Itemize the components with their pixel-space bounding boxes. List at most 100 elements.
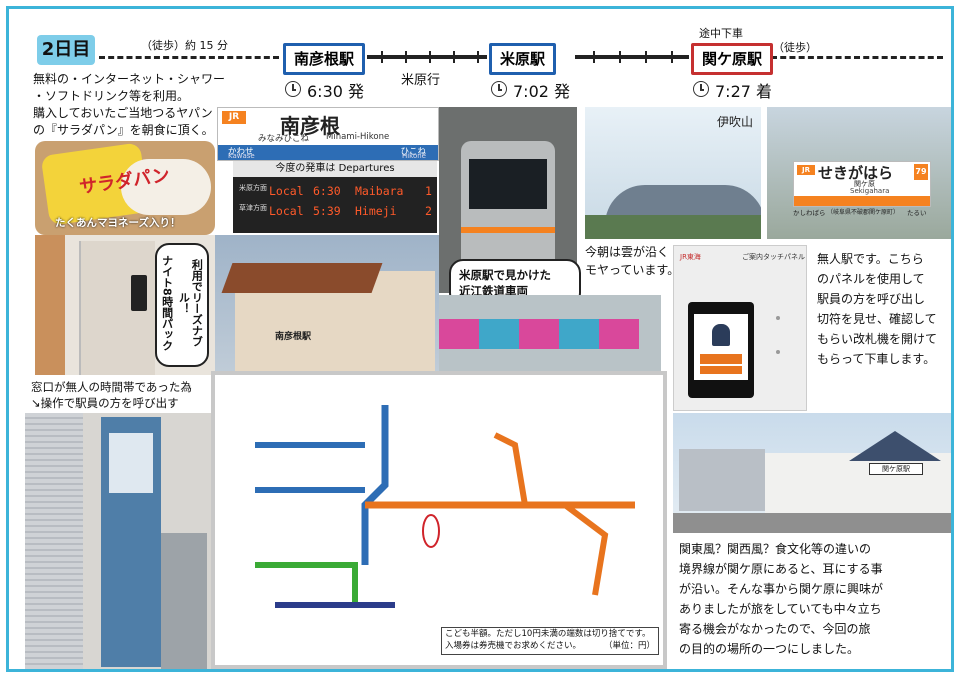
sign-right-name: ひこね: [400, 147, 426, 157]
bubble-line: 米原駅で見かけた: [459, 268, 551, 282]
walk-after-label: （徒歩）: [773, 41, 817, 54]
text-line: 窓口が無人の時間帯であった為: [31, 380, 192, 394]
gate: [161, 533, 207, 669]
departure-row: 草津方面 Local 5:39 Himeji 2: [239, 201, 435, 221]
sign-right-romaji: Hikone: [401, 152, 426, 160]
sign-romaji: Sekigahara: [850, 187, 890, 195]
route-line-takayama: [493, 432, 528, 506]
ibuki-label: 伊吹山: [716, 115, 753, 129]
ticket-gate-photo: [25, 413, 211, 669]
night-pack-bubble: ナイト8時間パック 利用でリーズナブル！: [155, 243, 209, 367]
sign-romaji: Minami-Hikone: [326, 132, 390, 142]
sign-blue-band: かわせ Kawase ひこね Hikone: [218, 145, 438, 160]
panel-screen: [688, 302, 754, 398]
sign-romaji-row: みなみひこね Minami-Hikone: [222, 132, 434, 144]
clock-icon: [491, 81, 507, 97]
sign-title: 南彦根: [280, 114, 340, 138]
station-gable: [849, 431, 941, 461]
row-type: Local: [269, 204, 304, 218]
staff-avatar-icon: [712, 324, 730, 346]
text-line: もらい改札機を開けて: [817, 332, 938, 346]
clock-icon: [693, 81, 709, 97]
ohmi-railway-photo: [439, 295, 661, 373]
sign-left-name: かしわばら: [793, 209, 826, 217]
bread-caption: たくあんマヨネーズ入り！: [55, 217, 181, 229]
departure-time-minami: 6:30 発: [307, 82, 365, 101]
text-line: ↘操作で駅員の方を呼び出す: [31, 396, 179, 410]
train-orange-stripe: [461, 227, 555, 233]
panel-brand: JR東海: [680, 253, 701, 261]
text-line: 寄る機会がなかったので、今回の旅: [679, 622, 871, 636]
machine-screen: [109, 433, 153, 493]
panel-button: [700, 366, 742, 374]
sekigahara-station-photo: 関ケ原駅: [673, 413, 951, 533]
text-line: 関東風？関西風？食文化等の違いの: [679, 542, 872, 556]
fare-map: こども半額。ただし10円未満の端数は切り捨てです。 入場券は券売機でお求めくださ…: [211, 371, 667, 669]
bread-photo: サラダパン たくあんマヨネーズ入り！: [35, 141, 215, 235]
sekigahara-sign-photo: JR せきがはら 関ケ原 Sekigahara 79 かしわばら （岐阜県不破郡…: [767, 107, 951, 239]
panel-screw-icon: [776, 316, 780, 320]
text-line: 購入しておいたご当地つるヤパン: [33, 106, 213, 120]
text-line: 駅員の方を呼び出し: [817, 292, 926, 306]
rail-tie: [645, 51, 647, 63]
bubble-line: 利用でリーズナブル！: [177, 259, 204, 347]
row-direction: 草津方面: [239, 204, 267, 212]
route-line-green: [255, 562, 358, 605]
walk-dash-left: [99, 56, 279, 59]
text-line: が沿い。そんな事から関ケ原に興味が: [679, 582, 884, 596]
rail-segment-2: [575, 55, 689, 59]
arrival-time-sekigahara: 7:27 着: [715, 82, 773, 101]
sign-left-romaji: Kawase: [228, 152, 255, 160]
text-line: 今朝は雲が沿く: [585, 245, 670, 259]
station-minami-hikone: 南彦根駅: [283, 43, 366, 75]
row-direction: 米原方面: [239, 184, 267, 192]
bottom-text: 関東風？関西風？食文化等の違いの 境界線が関ケ原にあると、耳にする事 が沿い。そ…: [679, 539, 951, 659]
travel-journal-page: 2日目 （徒歩）約 15 分 途中下車 （徒歩） 南彦根駅 米原駅 関ケ原駅 米…: [6, 6, 954, 672]
row-destination: Himeji: [355, 204, 397, 218]
station-building: [765, 453, 951, 513]
day-badge: 2日目: [37, 35, 95, 65]
text-line: 無料の・インターネット・シャワー: [33, 72, 226, 86]
row-type: Local: [269, 184, 304, 198]
station-sekigahara: 関ケ原駅: [691, 43, 774, 75]
jr-logo-icon: JR: [797, 165, 815, 175]
row-track: 2: [425, 204, 432, 218]
plaza: [673, 513, 951, 533]
sekigahara-sign: JR せきがはら 関ケ原 Sekigahara 79: [793, 161, 931, 207]
touch-panel-photo: JR東海 ご案内タッチパネル: [673, 245, 807, 411]
text-line: ありましたが旅をしていても中々立ち: [679, 602, 882, 616]
station-sign: 関ケ原駅: [869, 463, 923, 475]
train-window: [469, 159, 547, 209]
rail-tie: [429, 51, 431, 63]
route-line-chuo: [563, 502, 609, 596]
fare-note-line: こども半額。ただし10円未満の端数は切り捨てです。: [445, 629, 651, 639]
station-number: 79: [914, 164, 928, 180]
text-line: ・ソフトドリンク等を利用。: [33, 89, 190, 103]
bread-roll: [121, 159, 211, 215]
sign-orange-band: [794, 196, 930, 206]
panel-screw-icon: [776, 350, 780, 354]
text-line: 無人駅です。こちら: [817, 252, 924, 266]
rail-tie: [405, 51, 407, 63]
sign-right-name: たるい: [907, 209, 927, 217]
minami-hikone-sign: JR 南彦根 みなみひこね Minami-Hikone かわせ Kawase ひ…: [217, 107, 439, 161]
bubble-line: ナイト8時間パック: [160, 255, 174, 351]
bubble-line: 近江鉄道車両: [459, 284, 528, 298]
fare-note-text: 入場券は券売機でお求めください。: [445, 641, 582, 651]
text-line: のパネルを使用して: [817, 272, 925, 286]
ohmi-train: [439, 319, 639, 349]
unmanned-text: 無人駅です。こちら のパネルを使用して 駅員の方を呼び出し 切符を見せ、確認して…: [817, 249, 951, 369]
row-time: 5:39: [313, 204, 341, 218]
panel-button: [700, 354, 742, 364]
text-line: 境界線が関ケ原にあると、耳にする事: [679, 562, 883, 576]
rail-tie: [671, 51, 673, 63]
direction-label: 米原行: [401, 73, 441, 88]
text-line: の目的の場所の一つにしました。: [679, 642, 860, 656]
wood-wall: [35, 235, 65, 375]
ibuki-photo: 伊吹山: [585, 107, 761, 239]
departure-row: 米原方面 Local 6:30 Maibara 1: [239, 181, 435, 201]
shutter: [25, 413, 83, 669]
panel-title: ご案内タッチパネル: [742, 253, 805, 261]
rail-tie: [477, 51, 479, 63]
board-header: 今度の発車は Departures: [233, 161, 437, 177]
